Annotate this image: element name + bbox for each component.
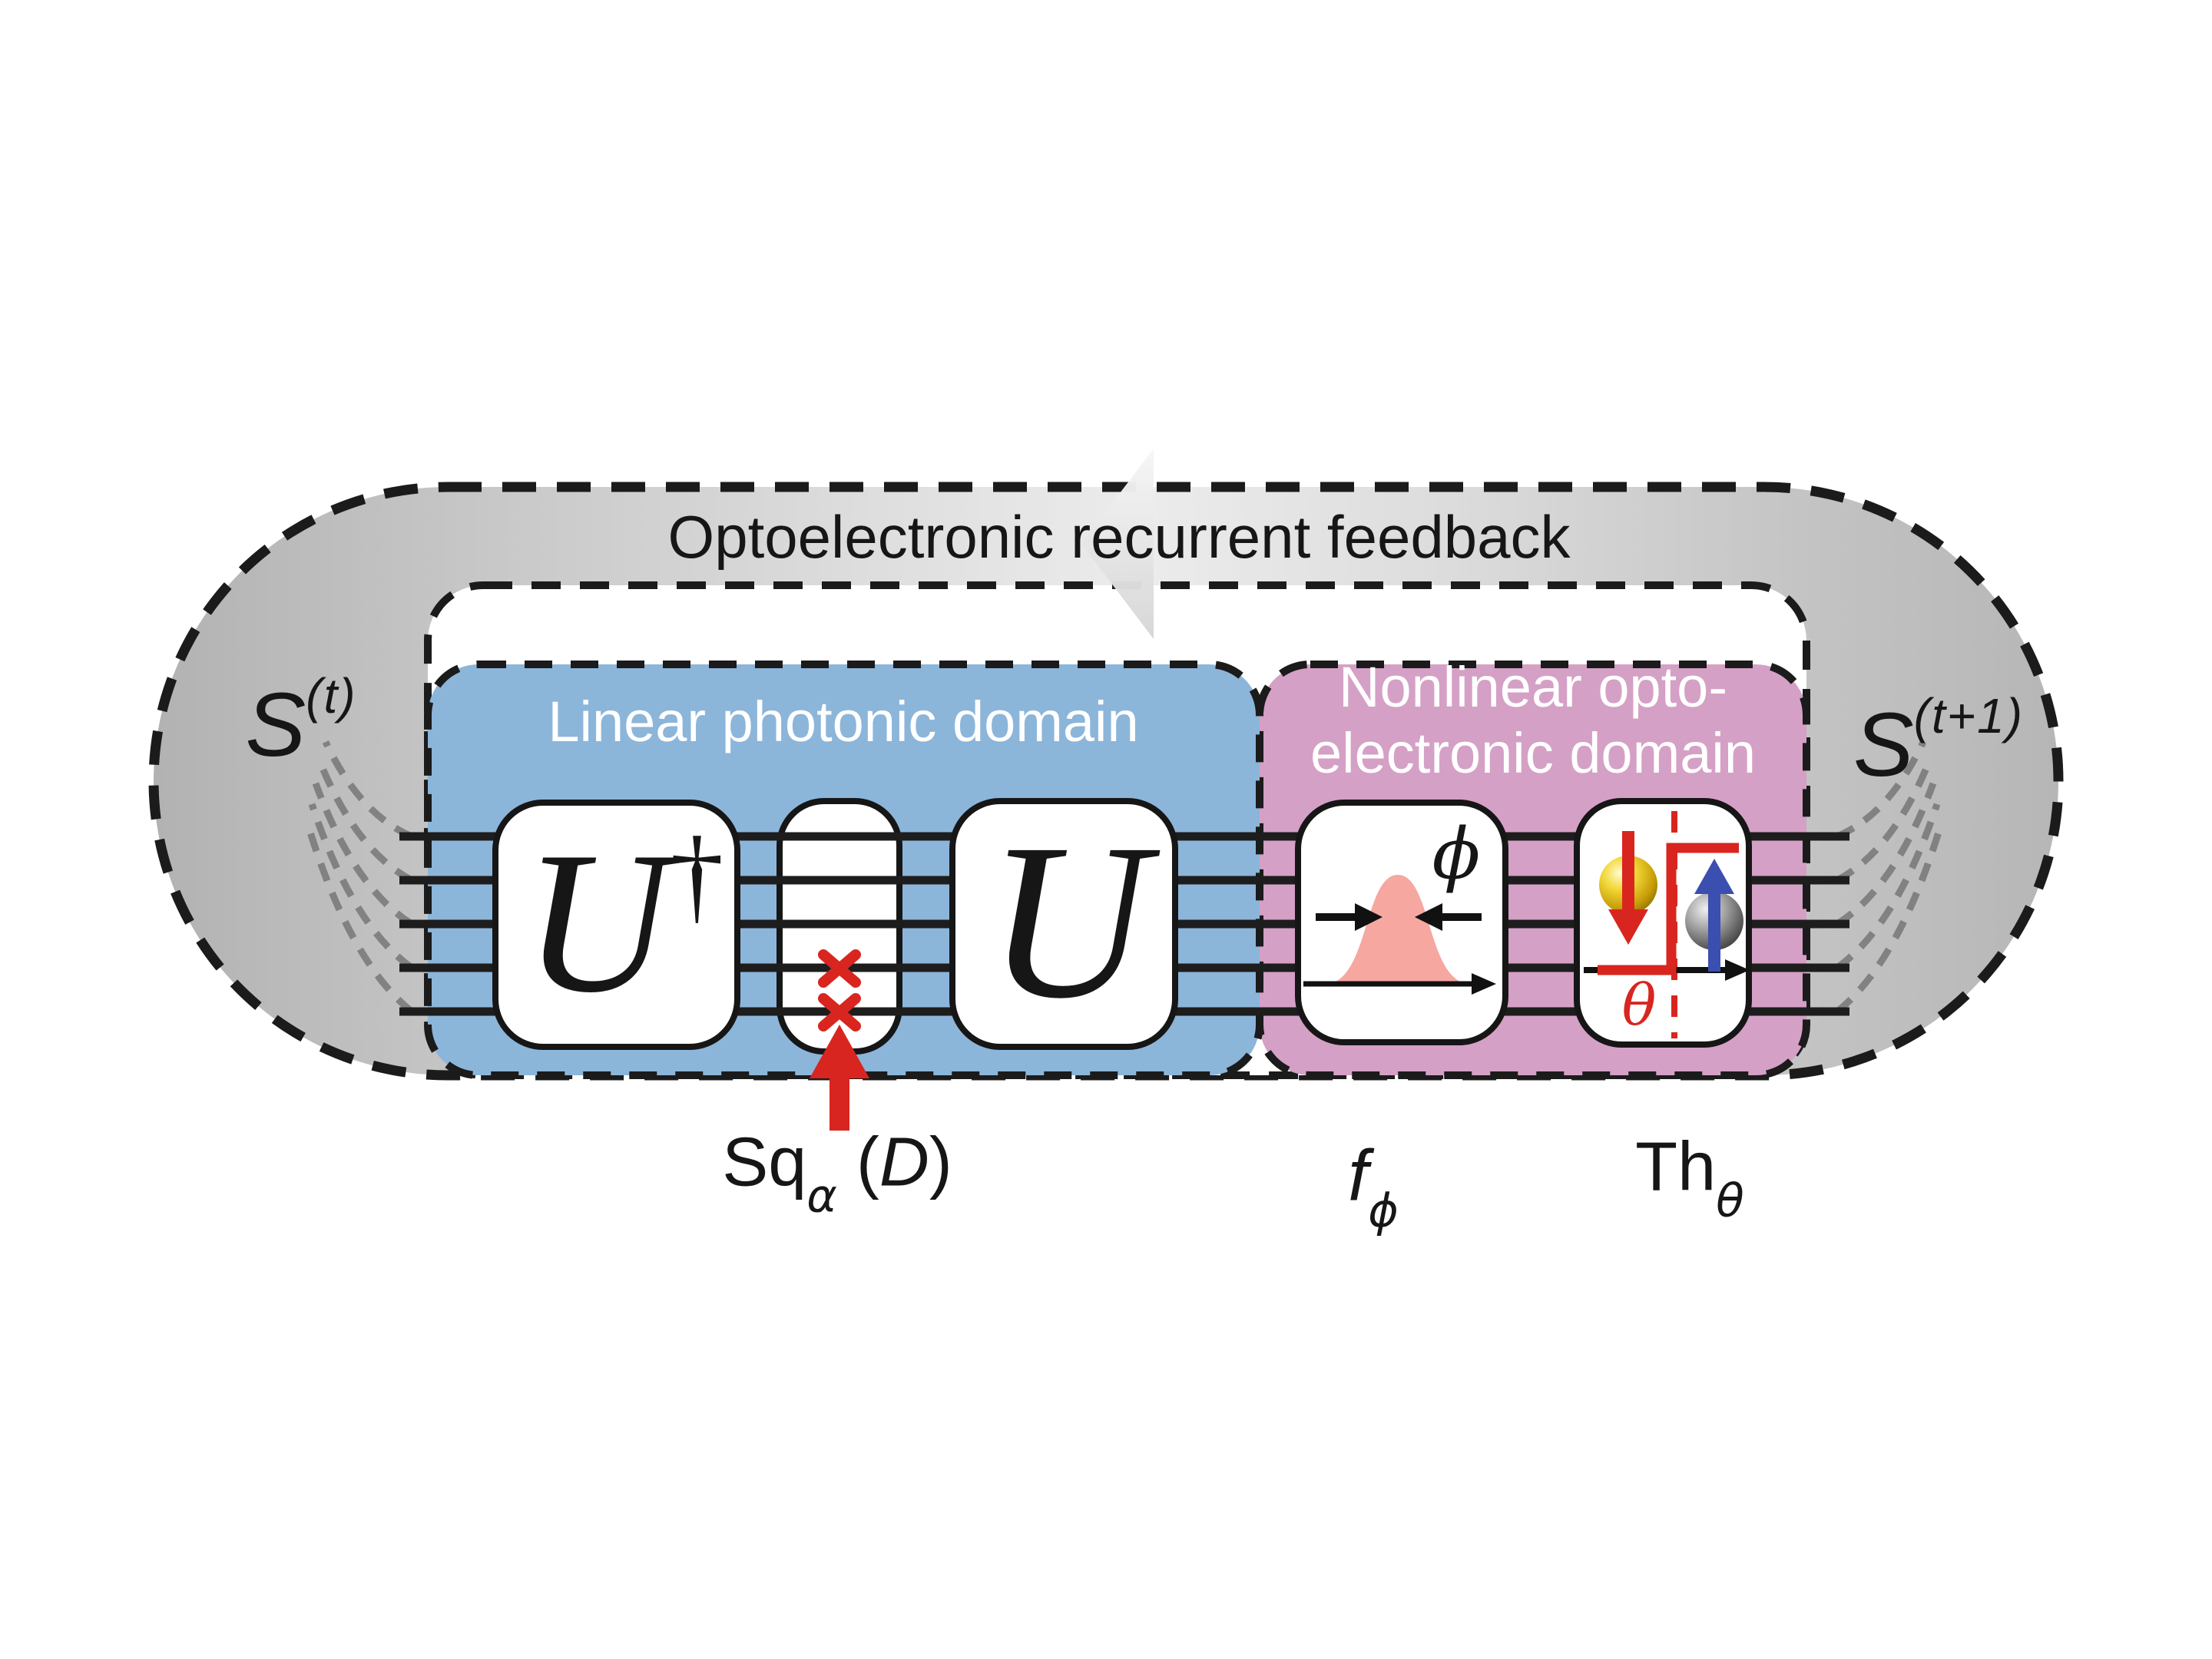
squeezer-pointer-arrow (810, 1025, 869, 1131)
state-input-base: S (245, 674, 306, 777)
linear-domain-label: Linear photonic domain (548, 690, 1139, 754)
step-function (1598, 843, 1739, 975)
nonlinear-domain-label: Nonlinear opto- electronic domain (1310, 654, 1756, 786)
feedback-arrowhead-icon (1081, 449, 1154, 639)
squeezer-label-open: ( (836, 1124, 879, 1201)
u-box (949, 798, 1178, 1050)
threshold-label-base: Th (1635, 1128, 1717, 1206)
u-symbol: U (987, 797, 1148, 1045)
squeezer-label-arg: D (879, 1124, 929, 1201)
threshold-label-sub: θ (1716, 1174, 1744, 1228)
state-input-open: ( (306, 668, 324, 724)
state-input-close: ) (339, 668, 357, 724)
squeezer-label-base: Sq (722, 1124, 807, 1201)
figure-title: Optoelectronic recurrent feedback (667, 503, 1571, 571)
state-output-base: S (1853, 694, 1914, 796)
state-output-label: S(t+1) (1853, 690, 2024, 793)
dagger-icon: † (670, 815, 724, 935)
threshold-label: Thθ (1635, 1131, 1744, 1226)
left-fan-dashed-wires (304, 740, 414, 1015)
right-fan-dashed-wires (1835, 740, 1945, 1015)
state-input-var: t (323, 668, 339, 724)
activation-label: fϕ (1348, 1134, 1399, 1238)
squeezer-label: Sqα (D) (722, 1124, 952, 1224)
state-output-open: ( (1913, 688, 1932, 744)
squeezer-label-sub: α (806, 1169, 837, 1224)
state-output-var: t (1931, 688, 1947, 744)
phi-symbol: ϕ (1432, 813, 1481, 896)
u-dagger-box (492, 800, 740, 1050)
activation-label-sub: ϕ (1368, 1184, 1399, 1238)
squeeze-cross-icons (818, 949, 861, 1031)
theta-symbol: θ (1621, 972, 1657, 1039)
threshold-step-icon (1584, 811, 1750, 1038)
nonlinear-domain-label-line2: electronic domain (1310, 721, 1756, 785)
u-dagger-base: U (523, 810, 671, 1035)
activation-label-base: f (1348, 1134, 1369, 1216)
u-dagger-symbol: U† (524, 816, 724, 1029)
squeezer-label-close: ) (929, 1124, 952, 1201)
state-output-close: +1) (1946, 688, 2025, 744)
nonlinear-domain-label-line1: Nonlinear opto- (1339, 655, 1727, 720)
gaussian-pulse-icon (1303, 875, 1496, 995)
state-input-label: S(t) (245, 668, 357, 777)
